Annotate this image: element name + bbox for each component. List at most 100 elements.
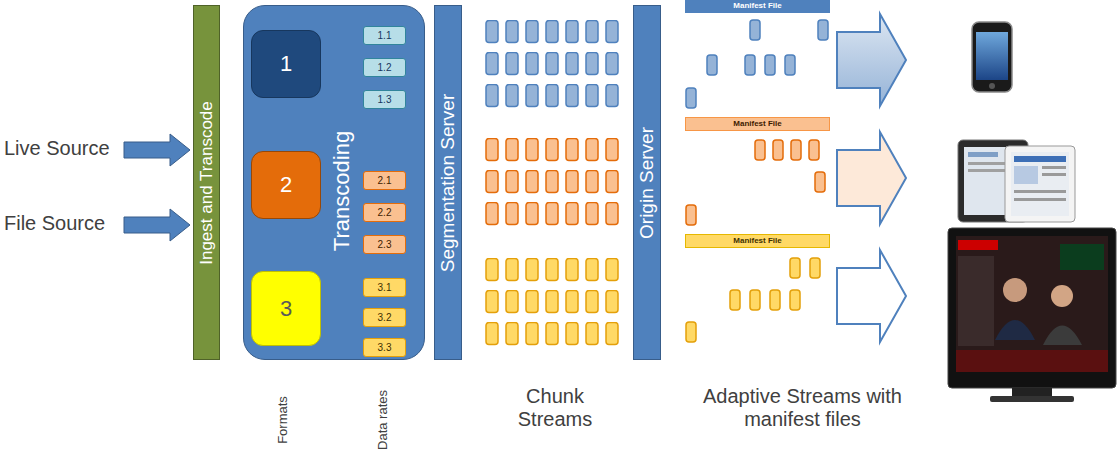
tv-person <box>1043 326 1082 346</box>
rate-box: 2.2 <box>363 203 406 222</box>
phone-screen <box>976 32 1008 80</box>
rate-box: 1.1 <box>363 26 406 45</box>
rate-box: 3.3 <box>363 338 406 357</box>
chunk <box>785 55 795 75</box>
box-label: 2.1 <box>378 175 392 187</box>
box-label: 1 <box>280 51 292 76</box>
rate-box: 1.3 <box>363 90 406 109</box>
tablet-content <box>968 152 998 157</box>
delivery-arrows <box>837 14 906 342</box>
chunk <box>745 55 755 75</box>
rate-box: 2.1 <box>363 171 406 190</box>
tablet-content <box>1014 190 1066 193</box>
chunk <box>815 172 825 192</box>
tablet-screen <box>1011 152 1069 216</box>
tablet-content <box>1014 166 1038 184</box>
chunk <box>818 20 828 40</box>
source-label: Live Source <box>4 137 110 160</box>
chunk <box>765 55 775 75</box>
tv-content <box>958 256 994 346</box>
tablet-content <box>1014 198 1066 201</box>
input-arrows <box>124 134 190 241</box>
chunk-streams <box>484 20 624 354</box>
chunk <box>791 140 801 160</box>
chunk <box>809 140 819 160</box>
chunk-grid <box>484 138 624 234</box>
box-label: 1.1 <box>378 30 392 42</box>
chunk-grid <box>484 258 624 354</box>
tablet-content <box>1042 166 1066 169</box>
box-label: 1.3 <box>378 94 392 106</box>
stage-caption: Adaptive Streams with manifest files <box>680 385 925 431</box>
delivery-arrow <box>837 132 906 224</box>
adaptive-chunks <box>686 20 828 342</box>
chunk <box>790 258 800 278</box>
box-label: Ingest and Transcode <box>197 101 217 265</box>
server-bar: Segmentation Server <box>434 5 462 360</box>
tv-stand <box>1012 388 1052 397</box>
box-label: Manifest File <box>733 1 781 10</box>
delivery-arrow <box>837 14 906 106</box>
tv-content <box>958 240 998 250</box>
chunk <box>686 205 696 225</box>
tablet-body <box>1005 146 1075 222</box>
box-label: 3.1 <box>378 282 392 294</box>
rate-box: 1.2 <box>363 58 406 77</box>
tv-bezel <box>948 228 1116 388</box>
server-bar: Origin Server <box>633 5 661 360</box>
chunk-grid <box>484 20 624 116</box>
rate-box: 3.2 <box>363 308 406 327</box>
chunk <box>773 140 783 160</box>
tv-person <box>1051 285 1073 307</box>
ingest-bar: Ingest and Transcode <box>193 5 220 360</box>
tv-screen <box>956 236 1108 372</box>
box-label: Manifest File <box>733 236 781 245</box>
chunk <box>790 290 800 310</box>
box-label: 3 <box>280 296 292 321</box>
tv-base <box>990 396 1074 402</box>
phone-button <box>989 83 995 89</box>
box-label: 1.2 <box>378 62 392 74</box>
tablet-content <box>1042 173 1066 176</box>
chunk <box>707 55 717 75</box>
stage-caption: Chunk Streams <box>495 385 615 431</box>
box-label: Manifest File <box>733 119 781 128</box>
format-box: 3 <box>251 271 321 346</box>
tablet-content <box>1014 156 1066 162</box>
box-label: Transcoding <box>329 131 354 251</box>
rate-box: 3.1 <box>363 278 406 297</box>
chunk <box>730 290 740 310</box>
manifest-bar: Manifest File <box>685 234 830 248</box>
box-label: 3.3 <box>378 342 392 354</box>
manifest-bar: Manifest File <box>685 0 830 13</box>
delivery-arrow <box>837 250 906 342</box>
chunk <box>750 290 760 310</box>
format-box: 1 <box>251 30 321 98</box>
manifest-bar: Manifest File <box>685 117 830 131</box>
transcoding-box: Transcoding 1 1.1 1.2 1.3 2 2.1 2.2 2.3 3 3.1 3.2 3.… <box>243 5 425 360</box>
box-label: Origin Server <box>636 127 658 239</box>
box-label: 2 <box>280 172 292 197</box>
box-label: Segmentation Server <box>437 93 459 272</box>
tv-content <box>956 350 1108 372</box>
phone-body <box>972 22 1012 92</box>
box-label: 2.3 <box>378 239 392 251</box>
axis-label: Formats <box>276 396 291 444</box>
tv-person <box>1003 278 1027 302</box>
chunk <box>686 322 696 342</box>
chunk <box>755 140 765 160</box>
source-label: File Source <box>4 212 105 235</box>
phone-icon <box>972 22 1012 92</box>
box-label: 3.2 <box>378 312 392 324</box>
axis-label: Data rates <box>376 390 391 450</box>
chunk <box>770 290 780 310</box>
tablet-icon <box>958 140 1075 222</box>
chunk <box>810 258 820 278</box>
tv-content <box>1060 244 1104 270</box>
chunk <box>686 88 696 108</box>
box-label: 2.2 <box>378 207 392 219</box>
rate-box: 2.3 <box>363 235 406 254</box>
chunk <box>750 20 760 40</box>
input-arrow <box>124 209 190 241</box>
